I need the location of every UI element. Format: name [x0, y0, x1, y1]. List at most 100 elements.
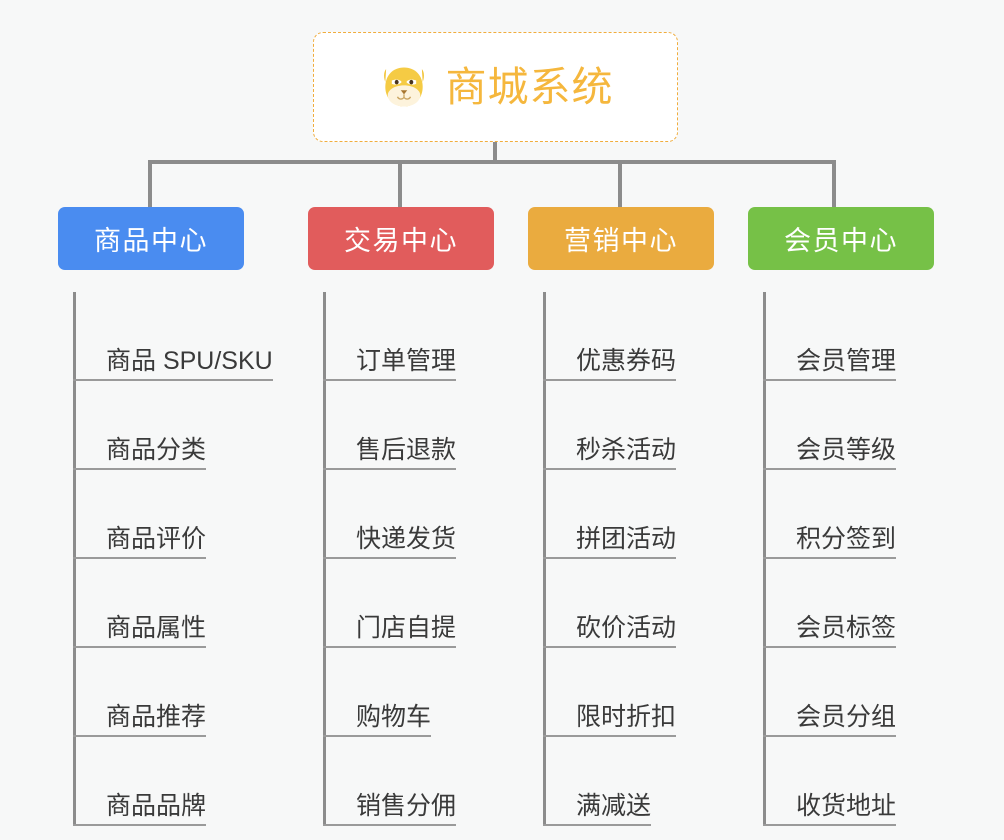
- leaf-label: 门店自提: [356, 613, 457, 642]
- leaf-item[interactable]: 会员分组: [763, 648, 934, 737]
- leaf-label: 会员标签: [796, 613, 897, 642]
- leaf-label: 商品 SPU/SKU: [106, 346, 273, 375]
- column-header-2[interactable]: 交易中心: [308, 207, 494, 270]
- leaf-underline: [763, 824, 896, 826]
- leaf-label: 快递发货: [356, 524, 457, 553]
- leaf-label: 秒杀活动: [576, 435, 677, 464]
- leaf-item[interactable]: 商品评价: [73, 470, 244, 559]
- leaf-label: 砍价活动: [576, 613, 677, 642]
- leaf-item[interactable]: 快递发货: [323, 470, 494, 559]
- leaf-underline: [73, 646, 206, 648]
- leaf-underline: [323, 557, 456, 559]
- connector-horizontal-bus: [148, 160, 836, 164]
- leaf-item[interactable]: 门店自提: [323, 559, 494, 648]
- leaf-label: 商品属性: [106, 613, 207, 642]
- root-node[interactable]: 商城系统: [313, 32, 678, 142]
- leaf-underline: [323, 646, 456, 648]
- leaf-item[interactable]: 商品 SPU/SKU: [73, 292, 273, 381]
- leaf-underline: [323, 735, 431, 737]
- leaf-label: 商品评价: [106, 524, 207, 553]
- leaf-label: 购物车: [356, 702, 432, 731]
- column-header-label-1: 商品中心: [94, 226, 208, 256]
- leaf-item[interactable]: 会员管理: [763, 292, 934, 381]
- leaf-underline: [323, 379, 456, 381]
- leaf-label: 会员管理: [796, 346, 897, 375]
- column-商品中心: 商品中心 商品 SPU/SKU 商品分类 商品评价 商品属性 商品推荐: [58, 207, 273, 826]
- leaf-label: 商品推荐: [106, 702, 207, 731]
- column-header-label-4: 会员中心: [784, 226, 898, 256]
- leaf-spine-4: [763, 292, 766, 826]
- leaf-underline: [763, 379, 896, 381]
- leaf-spine-3: [543, 292, 546, 826]
- leaf-label: 商品品牌: [106, 791, 207, 820]
- leaf-label: 会员等级: [796, 435, 897, 464]
- leaf-item[interactable]: 会员标签: [763, 559, 934, 648]
- leaf-item[interactable]: 商品属性: [73, 559, 244, 648]
- leaf-label: 会员分组: [796, 702, 897, 731]
- column-会员中心: 会员中心 会员管理 会员等级 积分签到 会员标签 会员分组: [748, 207, 934, 826]
- leaf-item[interactable]: 商品品牌: [73, 737, 244, 826]
- column-header-1[interactable]: 商品中心: [58, 207, 244, 270]
- leaf-item[interactable]: 购物车: [323, 648, 494, 737]
- leaf-underline: [543, 468, 676, 470]
- leaf-label: 优惠券码: [576, 346, 677, 375]
- connector-drop-3: [618, 160, 622, 207]
- leaf-item[interactable]: 积分签到: [763, 470, 934, 559]
- leaf-underline: [543, 646, 676, 648]
- leaf-underline: [543, 379, 676, 381]
- leaf-item[interactable]: 秒杀活动: [543, 381, 714, 470]
- leaf-label: 拼团活动: [576, 524, 677, 553]
- column-交易中心: 交易中心 订单管理 售后退款 快递发货 门店自提 购物车: [308, 207, 494, 826]
- connector-drop-2: [398, 160, 402, 207]
- leaf-underline: [543, 557, 676, 559]
- column-header-3[interactable]: 营销中心: [528, 207, 714, 270]
- leaf-item[interactable]: 优惠券码: [543, 292, 714, 381]
- leaf-item[interactable]: 商品推荐: [73, 648, 244, 737]
- shiba-dog-face-icon: [383, 67, 424, 107]
- leaf-underline: [543, 735, 676, 737]
- connector-root-stem: [493, 142, 497, 164]
- leaf-item[interactable]: 满减送: [543, 737, 714, 826]
- leaf-label: 满减送: [576, 791, 652, 820]
- leaf-list-1: 商品 SPU/SKU 商品分类 商品评价 商品属性 商品推荐 商品品牌: [73, 292, 273, 826]
- leaf-underline: [763, 557, 896, 559]
- leaf-label: 售后退款: [356, 435, 457, 464]
- leaf-list-3: 优惠券码 秒杀活动 拼团活动 砍价活动 限时折扣 满减送: [543, 292, 714, 826]
- leaf-label: 订单管理: [356, 346, 457, 375]
- leaf-item[interactable]: 收货地址: [763, 737, 934, 826]
- leaf-underline: [763, 735, 896, 737]
- leaf-underline: [763, 468, 896, 470]
- leaf-list-2: 订单管理 售后退款 快递发货 门店自提 购物车 销售分佣: [323, 292, 494, 826]
- leaf-underline: [73, 735, 206, 737]
- leaf-label: 限时折扣: [576, 702, 677, 731]
- leaf-label: 商品分类: [106, 435, 207, 464]
- leaf-underline: [323, 824, 456, 826]
- leaf-item[interactable]: 砍价活动: [543, 559, 714, 648]
- column-header-label-3: 营销中心: [564, 226, 678, 256]
- leaf-item[interactable]: 销售分佣: [323, 737, 494, 826]
- leaf-underline: [73, 557, 206, 559]
- leaf-underline: [323, 468, 456, 470]
- leaf-underline: [543, 824, 651, 826]
- leaf-spine-1: [73, 292, 76, 826]
- column-header-label-2: 交易中心: [344, 226, 458, 256]
- leaf-label: 积分签到: [796, 524, 897, 553]
- column-header-4[interactable]: 会员中心: [748, 207, 934, 270]
- leaf-item[interactable]: 商品分类: [73, 381, 244, 470]
- leaf-item[interactable]: 订单管理: [323, 292, 494, 381]
- leaf-underline: [73, 824, 206, 826]
- leaf-item[interactable]: 拼团活动: [543, 470, 714, 559]
- connector-drop-4: [832, 160, 836, 207]
- leaf-underline: [73, 379, 273, 381]
- connector-drop-1: [148, 160, 152, 207]
- leaf-item[interactable]: 限时折扣: [543, 648, 714, 737]
- root-title: 商城系统: [445, 63, 614, 110]
- leaf-item[interactable]: 会员等级: [763, 381, 934, 470]
- leaf-label: 销售分佣: [356, 791, 457, 820]
- leaf-underline: [73, 468, 206, 470]
- leaf-underline: [763, 646, 896, 648]
- leaf-label: 收货地址: [796, 791, 897, 820]
- leaf-item[interactable]: 售后退款: [323, 381, 494, 470]
- leaf-list-4: 会员管理 会员等级 积分签到 会员标签 会员分组 收货地址: [763, 292, 934, 826]
